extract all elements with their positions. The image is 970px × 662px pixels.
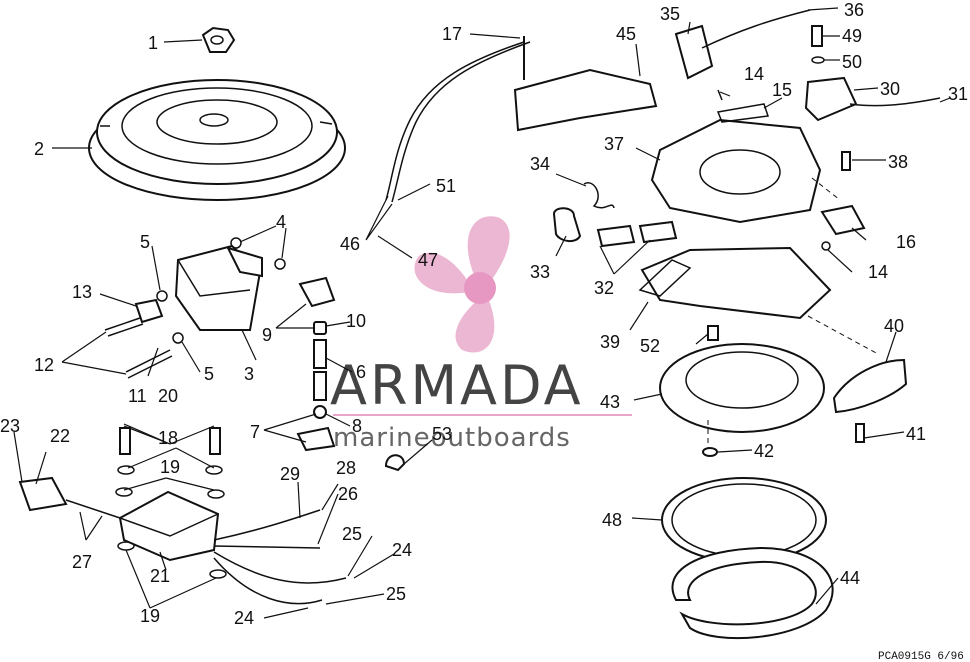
part-32-34-spring-sleeves [552, 182, 678, 248]
callout-25a: 25 [386, 584, 406, 604]
harness-wires [213, 509, 347, 605]
callout-53: 53 [432, 424, 452, 444]
callout-51: 51 [436, 176, 456, 196]
part-52-screw [707, 325, 719, 341]
callout-34: 34 [530, 154, 550, 174]
callout-21: 21 [150, 566, 170, 586]
part-41-screw [855, 423, 865, 443]
callout-4: 4 [276, 212, 286, 232]
callout-32: 32 [594, 278, 614, 298]
callout-42: 42 [754, 441, 774, 461]
callout-29: 29 [280, 464, 300, 484]
callout-50: 50 [842, 52, 862, 72]
part-17-screw-cable [385, 36, 531, 203]
part-35-rectifier [674, 9, 811, 80]
callout-20: 20 [158, 386, 178, 406]
callout-39: 39 [600, 332, 620, 352]
guide-line [807, 315, 879, 355]
callout-22: 22 [50, 426, 70, 446]
callout-19a: 19 [160, 457, 180, 477]
callout-14b: 14 [868, 262, 888, 282]
part-39-plate [638, 246, 832, 320]
propeller-logo-icon [414, 216, 510, 353]
callout-26: 26 [338, 484, 358, 504]
drawing-code: PCA0915G 6/96 [878, 651, 964, 662]
callout-48: 48 [602, 510, 622, 530]
callout-16: 16 [896, 232, 916, 252]
callout-5b: 5 [204, 364, 214, 384]
watermark-brand: ARMADA [330, 354, 584, 417]
callout-1: 1 [148, 33, 158, 53]
callout-28: 28 [336, 458, 356, 478]
callout-47: 47 [418, 250, 438, 270]
part-53-clip [384, 454, 406, 472]
callout-43: 43 [600, 392, 620, 412]
part-40-weight [832, 358, 908, 414]
callout-37: 37 [604, 134, 624, 154]
callout-14a: 14 [744, 64, 764, 84]
part-30-terminal-block [804, 25, 941, 122]
guide-line [811, 177, 841, 201]
callout-labels: 1 2 3 4 5 5 6 7 8 9 10 11 12 13 14 14 15… [0, 0, 968, 628]
hardware-washers [156, 237, 286, 344]
callout-40: 40 [884, 316, 904, 336]
callout-30: 30 [880, 79, 900, 99]
callout-5a: 5 [140, 232, 150, 252]
callout-2: 2 [34, 139, 44, 159]
part-3-ignition-coil [174, 244, 263, 331]
watermark: ARMADA marineoutboards [330, 216, 632, 453]
part-21-power-pack [118, 490, 220, 562]
callout-15: 15 [772, 80, 792, 100]
part-42-nut [702, 447, 718, 457]
part-43-retainer [659, 343, 825, 433]
callout-33: 33 [530, 262, 550, 282]
callout-24a: 24 [234, 608, 254, 628]
callout-13: 13 [72, 282, 92, 302]
part-16-bracket [820, 204, 866, 236]
part-45-timer-base [513, 68, 658, 132]
callout-6: 6 [356, 362, 366, 382]
callout-3: 3 [244, 364, 254, 384]
callout-36: 36 [844, 0, 864, 20]
callout-38: 38 [888, 152, 908, 172]
part-44-snap-ring [671, 546, 834, 640]
callout-19b: 19 [140, 606, 160, 626]
callout-18: 18 [158, 428, 178, 448]
spark-plug-boots [296, 276, 336, 452]
callout-17: 17 [442, 24, 462, 44]
callout-24b: 24 [392, 540, 412, 560]
part-37-armature-plate [650, 118, 822, 224]
callout-35: 35 [660, 4, 680, 24]
callout-9: 9 [262, 325, 272, 345]
callout-46: 46 [340, 234, 360, 254]
callout-52: 52 [640, 336, 660, 356]
part-38-screw [841, 151, 851, 171]
callout-11: 11 [128, 386, 147, 406]
callout-12: 12 [34, 355, 54, 375]
callout-44: 44 [840, 568, 860, 588]
callout-10: 10 [346, 311, 366, 331]
callout-41: 41 [906, 424, 926, 444]
callout-23: 23 [0, 416, 20, 436]
callout-49: 49 [842, 26, 862, 46]
callout-7: 7 [250, 422, 260, 442]
hardware-14-15 [716, 89, 831, 251]
part-12-13-screws [104, 298, 173, 379]
leader-lines [13, 7, 951, 619]
part-2-flywheel [88, 79, 346, 201]
part-1-flywheel-nut [201, 26, 236, 53]
watermark-tagline: marineoutboards [333, 423, 571, 453]
callout-25b: 25 [342, 524, 362, 544]
callout-27: 27 [72, 552, 92, 572]
part-18-20-bolts [115, 427, 227, 579]
callout-31: 31 [948, 84, 968, 104]
part-22-connector [18, 476, 121, 519]
callout-8: 8 [352, 416, 362, 436]
callout-45: 45 [616, 24, 636, 44]
